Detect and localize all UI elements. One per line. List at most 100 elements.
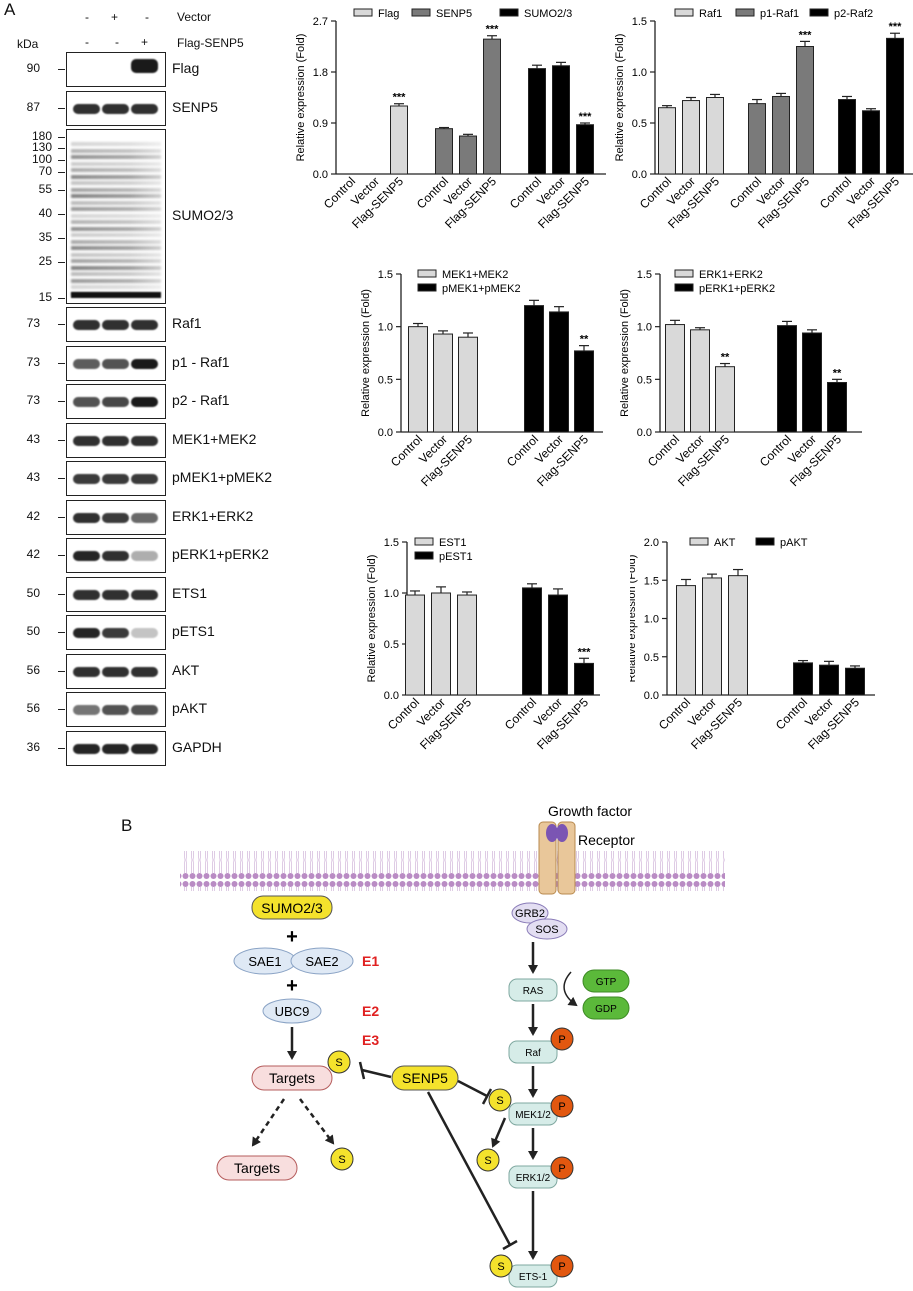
mw-marker-label: 87 xyxy=(26,99,40,114)
y-tick-label: 1.5 xyxy=(632,16,647,28)
blot-box xyxy=(66,577,166,612)
blot-box xyxy=(66,307,166,342)
bar xyxy=(457,594,477,696)
mw-tick xyxy=(58,593,65,595)
bar xyxy=(728,575,748,696)
mw-marker-label: 50 xyxy=(26,623,40,638)
blot-protein-label: ETS1 xyxy=(172,584,208,601)
mw-tick xyxy=(58,262,65,263)
blot-box xyxy=(66,461,166,496)
senp5-node xyxy=(391,1065,459,1091)
blot-band xyxy=(73,551,100,561)
y-tick-label: 0.5 xyxy=(637,374,652,386)
y-tick-label: 0.5 xyxy=(632,118,647,130)
legend-label: AKT xyxy=(714,537,736,549)
blot-band xyxy=(102,705,129,715)
blot-band xyxy=(71,226,161,231)
blot-band xyxy=(102,104,129,114)
y-tick-label: 1.0 xyxy=(632,67,647,79)
mw-tick xyxy=(58,631,65,633)
mw-marker-label: 130 xyxy=(31,140,52,154)
receptor-shape xyxy=(538,821,576,895)
gtp-gdp-arrow xyxy=(563,971,578,1007)
category-label: Control xyxy=(757,432,794,469)
mw-marker-label: 100 xyxy=(31,152,52,166)
blot-protein-label: SUMO2/3 xyxy=(172,206,234,223)
blot-band xyxy=(71,220,161,224)
mw-marker-label: 15 xyxy=(38,290,52,304)
blot-box xyxy=(66,654,166,689)
blot-band xyxy=(73,397,100,407)
blot-band xyxy=(131,590,158,600)
kda-label: kDa xyxy=(17,37,39,51)
y-axis-label: Relative expression (Fold) xyxy=(366,555,378,683)
mw-marker-label: 73 xyxy=(26,354,40,369)
blot-band xyxy=(71,259,161,263)
significance-label: *** xyxy=(578,646,592,658)
blot-band xyxy=(71,194,161,198)
bar xyxy=(838,99,856,175)
blot-band xyxy=(131,474,158,484)
y-axis-label: Relative expression (Fold) xyxy=(614,34,626,162)
y-tick-label: 1.0 xyxy=(378,322,393,334)
bar xyxy=(690,329,710,433)
blot-band xyxy=(73,744,100,754)
bar xyxy=(549,311,569,433)
legend-swatch xyxy=(755,537,775,546)
vector-row-label: Vector xyxy=(177,10,212,24)
category-label: Control xyxy=(504,432,541,469)
bar xyxy=(405,594,425,696)
blot-band xyxy=(131,744,158,754)
sumo-s-released xyxy=(476,1148,500,1172)
blot-protein-label: ERK1+ERK2 xyxy=(172,507,254,524)
grb2-node xyxy=(511,902,549,924)
blot-protein-label: Raf1 xyxy=(172,314,202,331)
y-tick-label: 0.0 xyxy=(313,169,328,181)
inhibit-ets xyxy=(426,1091,518,1251)
legend-label: pERK1+pERK2 xyxy=(699,283,775,295)
blot-band xyxy=(131,436,158,446)
panel-label-a: A xyxy=(4,0,16,19)
blot-band xyxy=(102,551,129,561)
ets-label: ETS-1 xyxy=(519,1272,548,1283)
bar xyxy=(796,46,814,175)
blot-band xyxy=(71,292,161,298)
blot-protein-label: pETS1 xyxy=(172,622,215,639)
sumo-node xyxy=(251,895,333,920)
bar xyxy=(862,110,880,175)
blot-band xyxy=(73,104,100,114)
blot-box xyxy=(66,500,166,535)
y-tick-label: 0.0 xyxy=(378,427,393,439)
bar xyxy=(676,585,696,696)
legend-swatch xyxy=(414,537,434,546)
blot-box xyxy=(66,384,166,419)
blot-box xyxy=(66,423,166,458)
mw-marker-label: 56 xyxy=(26,700,40,715)
plus-2: + xyxy=(286,975,298,997)
targets-node-label: Targets xyxy=(269,1070,315,1086)
legend-label: p1-Raf1 xyxy=(760,8,799,20)
y-axis-label: Relative expression (Fold) xyxy=(630,555,638,683)
mw-marker-label: 40 xyxy=(38,206,52,220)
y-tick-label: 0.0 xyxy=(384,690,399,702)
mek-desumo-arrow xyxy=(491,1117,507,1148)
bar xyxy=(777,325,797,433)
bar xyxy=(658,107,676,175)
targets-free-label: Targets xyxy=(234,1160,280,1176)
blot-band xyxy=(102,359,129,369)
phospho-ets xyxy=(550,1254,574,1278)
mw-tick xyxy=(58,214,65,215)
phospho-raf-label: P xyxy=(558,1034,565,1046)
blot-band xyxy=(73,705,100,715)
blot-box xyxy=(66,538,166,573)
bar xyxy=(702,577,722,696)
significance-label: *** xyxy=(889,21,903,33)
bar xyxy=(522,587,542,696)
sumo-s-ets xyxy=(489,1254,513,1278)
grb2-label: GRB2 xyxy=(515,908,545,920)
category-label: Control xyxy=(773,695,810,732)
